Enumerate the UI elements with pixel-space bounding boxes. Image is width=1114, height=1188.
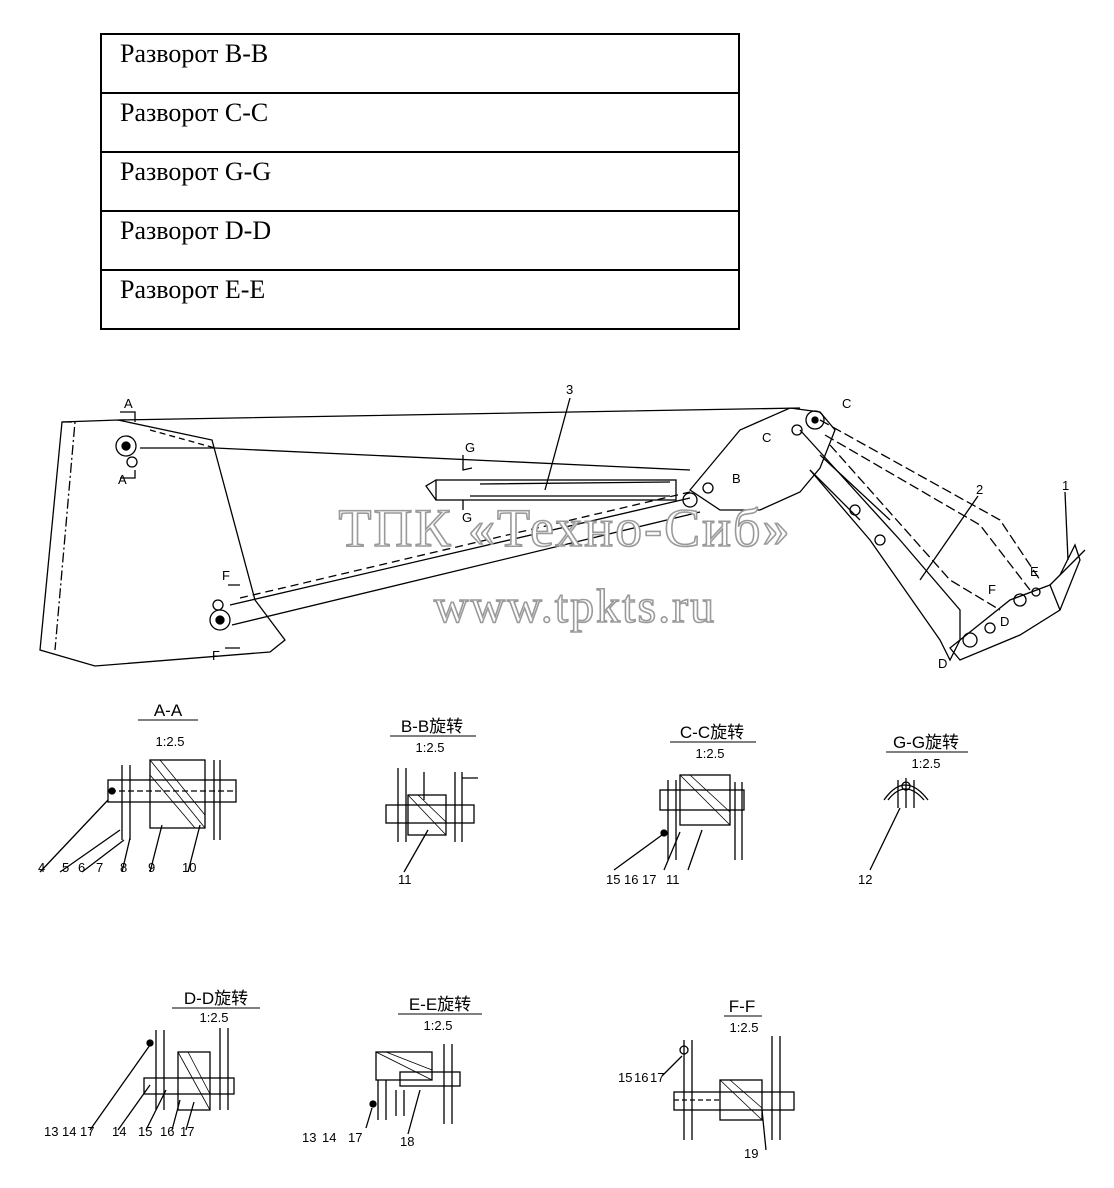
section-aa-label-5: 5: [62, 860, 69, 875]
legend-cell-gg: Разворот G-G: [100, 151, 740, 212]
section-ff-label-16: 16: [634, 1070, 648, 1085]
section-bb: B-B旋转 1:2.5 11: [385, 717, 478, 887]
section-ee-label-17: 17: [348, 1130, 362, 1145]
legend-row: Разворот C-C: [100, 92, 740, 153]
section-cc-title: C-C旋转: [680, 723, 744, 742]
section-dd-label-14: 14: [62, 1124, 76, 1139]
watermark-url: www.tpkts.ru: [434, 580, 716, 633]
section-cc-label-11: 11: [666, 872, 680, 887]
legend-row: Разворот D-D: [100, 210, 740, 271]
section-mark-c-side: C: [762, 430, 771, 445]
section-dd-label-17b: 17: [180, 1124, 194, 1139]
section-bb-title: B-B旋转: [401, 717, 463, 736]
section-ee-label-18: 18: [400, 1134, 414, 1149]
section-mark-f-top: F: [222, 568, 230, 583]
section-dd-label-14b: 14: [112, 1124, 126, 1139]
legend-cell-cc: Разворот C-C: [100, 92, 740, 153]
hydraulic-cylinder: [425, 479, 677, 501]
section-mark-e: E: [1030, 564, 1039, 579]
section-cc-label-15: 15: [606, 872, 620, 887]
legend-table: Разворот B-B Разворот C-C Разворот G-G Р…: [100, 33, 740, 330]
section-ee-label-13: 13: [302, 1130, 316, 1145]
legend-row: Разворот E-E: [100, 269, 740, 330]
section-mark-g-top: G: [465, 440, 475, 455]
section-mark-f-bottom: F: [212, 648, 220, 663]
section-mark-a-bottom: A: [118, 472, 127, 487]
section-ee-title: E-E旋转: [409, 995, 471, 1014]
section-dd-title: D-D旋转: [184, 989, 248, 1008]
lower-arm: [229, 497, 701, 626]
boom: [689, 407, 961, 662]
section-ff-label-17: 17: [650, 1070, 664, 1085]
section-mark-f-right: F: [988, 582, 996, 597]
section-gg: G-G旋转 1:2.5 12: [858, 733, 968, 887]
frame-plate: [39, 419, 286, 667]
section-ff-label-15: 15: [618, 1070, 632, 1085]
legend-cell-bb: Разворот B-B: [100, 33, 740, 94]
section-aa-title: A-A: [154, 701, 183, 720]
section-ee-label-14: 14: [322, 1130, 336, 1145]
section-bb-scale: 1:2.5: [416, 740, 445, 755]
section-dd: D-D旋转 1:2.5 13 14 17 14 15 16 17: [44, 989, 260, 1139]
section-aa-label-7: 7: [96, 860, 103, 875]
watermark-company: ТПК «Техно-Сиб»: [339, 498, 792, 558]
section-aa-label-8: 8: [120, 860, 127, 875]
section-cc-label-17: 17: [642, 872, 656, 887]
section-cc-label-16: 16: [624, 872, 638, 887]
section-ff: F-F 1:2.5 15 16 17 19: [618, 997, 795, 1161]
section-gg-scale: 1:2.5: [912, 756, 941, 771]
section-mark-g-bottom: G: [462, 510, 472, 525]
section-aa-scale: 1:2.5: [156, 734, 185, 749]
section-ff-title: F-F: [729, 997, 755, 1016]
section-mark-b: B: [732, 471, 741, 486]
legend-cell-dd: Разворот D-D: [100, 210, 740, 271]
upper-link: [117, 407, 801, 471]
section-mark-d-bottom: D: [938, 656, 947, 671]
section-mark-c-top: C: [842, 396, 851, 411]
section-aa-label-4: 4: [38, 860, 45, 875]
section-bb-label-11: 11: [398, 872, 412, 887]
section-aa: A-A 1:2.5 4 5 6 7 8 9 10: [38, 701, 237, 875]
section-aa-label-6: 6: [78, 860, 85, 875]
section-dd-label-13: 13: [44, 1124, 58, 1139]
legend-row: Разворот B-B: [100, 33, 740, 94]
section-gg-title: G-G旋转: [893, 733, 959, 752]
section-ff-scale: 1:2.5: [730, 1020, 759, 1035]
part-label-2: 2: [976, 482, 983, 497]
section-dd-label-16: 16: [160, 1124, 174, 1139]
assembly-drawing: A A B C C D D E F F F G G 3 2 1 ТПК «Тех…: [38, 382, 1086, 1161]
section-ff-label-19: 19: [744, 1146, 758, 1161]
section-dd-scale: 1:2.5: [200, 1010, 229, 1025]
section-gg-label-12: 12: [858, 872, 872, 887]
section-cc-scale: 1:2.5: [696, 746, 725, 761]
tool-bracket: [949, 543, 1086, 661]
section-aa-label-10: 10: [182, 860, 196, 875]
part-label-3: 3: [566, 382, 573, 397]
legend-cell-ee: Разворот E-E: [100, 269, 740, 330]
section-mark-d-top: D: [1000, 614, 1009, 629]
section-dd-label-15: 15: [138, 1124, 152, 1139]
section-ee: E-E旋转 1:2.5 13 14 17 18: [302, 995, 482, 1149]
part-label-1: 1: [1062, 478, 1069, 493]
section-ee-scale: 1:2.5: [424, 1018, 453, 1033]
section-cc: C-C旋转 1:2.5 15 16 17 11: [606, 723, 756, 887]
section-mark-a-top: A: [124, 396, 133, 411]
legend-row: Разворот G-G: [100, 151, 740, 212]
section-dd-label-17a: 17: [80, 1124, 94, 1139]
section-aa-label-9: 9: [148, 860, 155, 875]
